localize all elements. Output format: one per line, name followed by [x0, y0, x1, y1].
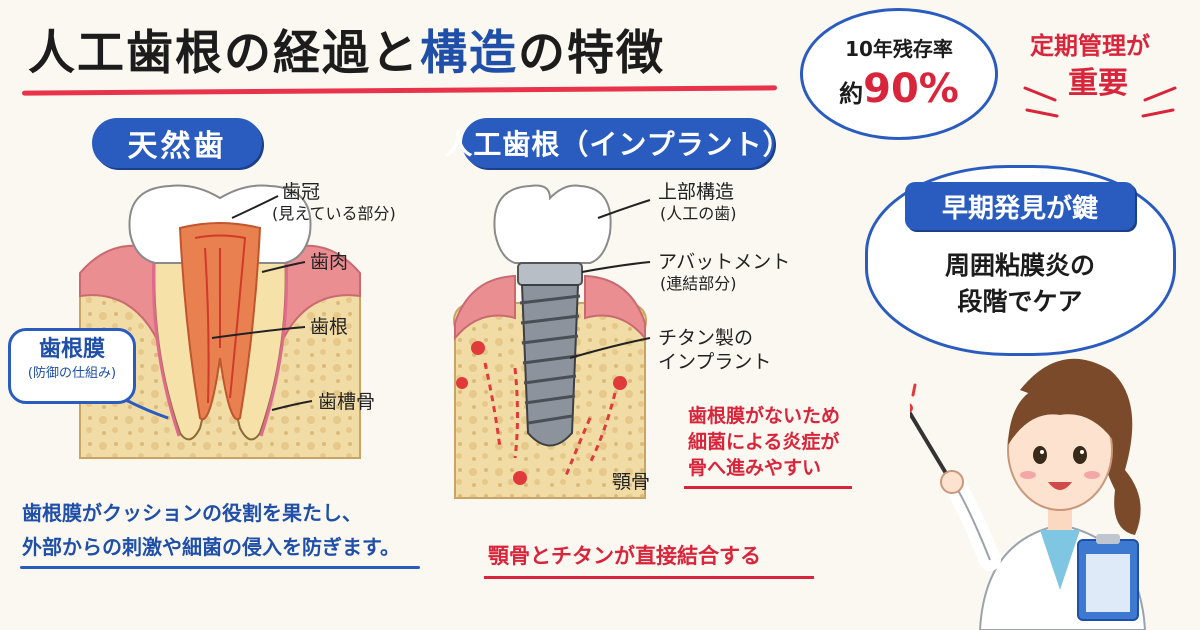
- early-detection-heading: 早期発見が鍵: [905, 182, 1135, 230]
- label-fixture: チタン製の: [658, 327, 754, 349]
- implant-heading: 人工歯根（インプラント）: [444, 118, 791, 168]
- label-crown: 歯冠: [282, 181, 321, 203]
- title-part-3: の特徴: [518, 26, 665, 81]
- survival-rate-label: 10年残存率: [845, 37, 953, 61]
- implant-warning-line-1: 歯根膜がないため: [688, 405, 841, 427]
- label-root: 歯根: [310, 316, 349, 338]
- title-part-1: 人工歯根の経過と: [28, 26, 420, 81]
- membrane-callout: 歯根膜 (防御の仕組み): [8, 328, 136, 404]
- label-gum: 歯肉: [310, 251, 349, 273]
- doctor-illustration: [910, 358, 1147, 630]
- natural-caption-line-1: 歯根膜がクッションの役割を果たし、: [22, 501, 362, 525]
- maintenance-line-2: 重要: [1068, 66, 1128, 101]
- page-title: 人工歯根の経過と構造の特徴: [28, 14, 665, 83]
- label-abutment: アバットメント: [658, 251, 791, 273]
- label-jaw-bone: 顎骨: [612, 471, 651, 493]
- label-bone: 歯槽骨: [318, 391, 376, 413]
- survival-rate-bubble: 10年残存率 約90%: [800, 8, 998, 140]
- label-fixture-sub: インプラント: [658, 351, 772, 373]
- implant-warning-line-3: 骨へ進みやすい: [688, 457, 822, 479]
- title-part-2: 構造: [420, 26, 518, 81]
- implant-warning-underline: [684, 486, 852, 489]
- membrane-sub: (防御の仕組み): [27, 366, 117, 381]
- label-abutment-sub: (連結部分): [660, 274, 737, 293]
- implant-caption: 顎骨とチタンが直接結合する: [488, 544, 761, 568]
- label-upper-structure-sub: (人工の歯): [660, 204, 737, 223]
- natural-caption-line-2: 外部からの刺激や細菌の侵入を防ぎます。: [22, 535, 400, 559]
- natural-tooth-illustration: [79, 184, 361, 459]
- early-detection-line-2: 段階でケア: [957, 287, 1083, 316]
- maintenance-line-1: 定期管理が: [1030, 32, 1150, 60]
- survival-rate-value: 90%: [863, 66, 959, 112]
- label-upper-structure: 上部構造: [658, 181, 735, 203]
- implant-caption-underline: [484, 576, 814, 579]
- label-crown-sub: (見えている部分): [272, 204, 396, 223]
- membrane-label: 歯根膜: [38, 337, 105, 362]
- maintenance-emphasis-marks: [1023, 86, 1177, 118]
- survival-rate-prefix: 約: [839, 80, 864, 108]
- implant-illustration: [453, 184, 647, 499]
- implant-warning-line-2: 細菌による炎症が: [688, 431, 840, 453]
- early-detection-line-1: 周囲粘膜炎の: [944, 251, 1095, 280]
- natural-tooth-heading: 天然歯: [92, 118, 262, 168]
- natural-caption-underline: [20, 566, 420, 569]
